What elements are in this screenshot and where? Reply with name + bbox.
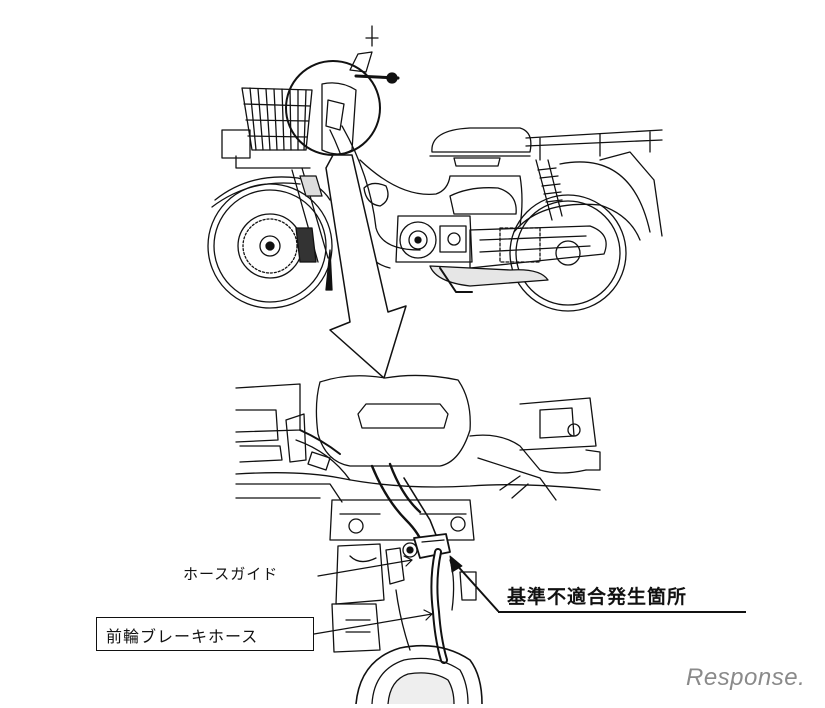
- engine: [395, 215, 473, 263]
- nonconformity-location-label: 基準不適合発生箇所: [507, 586, 688, 608]
- leader-hose-guide: [317, 559, 413, 577]
- detail-view: [235, 374, 601, 705]
- chain-case: [469, 225, 607, 269]
- zoom-circle: [285, 60, 381, 156]
- front-brake-hose-label-box: [96, 617, 314, 651]
- rear-carrier: [525, 129, 663, 161]
- rear-wheel: [509, 194, 641, 312]
- rear-fender: [559, 161, 651, 233]
- hose-guide-label: ホースガイド: [183, 565, 279, 583]
- handlebar: [321, 25, 400, 155]
- exhaust: [429, 265, 549, 287]
- front-fender: [214, 176, 331, 201]
- seat: [431, 127, 532, 153]
- response-watermark-logo: Response.: [686, 664, 806, 691]
- hose-guide-clip: [413, 533, 451, 559]
- front-brake-hose-label: 前輪ブレーキホース: [106, 627, 259, 646]
- nonconformity-underline: [498, 611, 746, 613]
- front-basket: [221, 87, 313, 169]
- front-wheel-top: [355, 644, 483, 705]
- motorcycle-side-view: [207, 25, 663, 312]
- callout-arrow: [325, 154, 407, 379]
- leader-nonconformity: [453, 561, 499, 612]
- leader-brake-hose: [313, 613, 433, 635]
